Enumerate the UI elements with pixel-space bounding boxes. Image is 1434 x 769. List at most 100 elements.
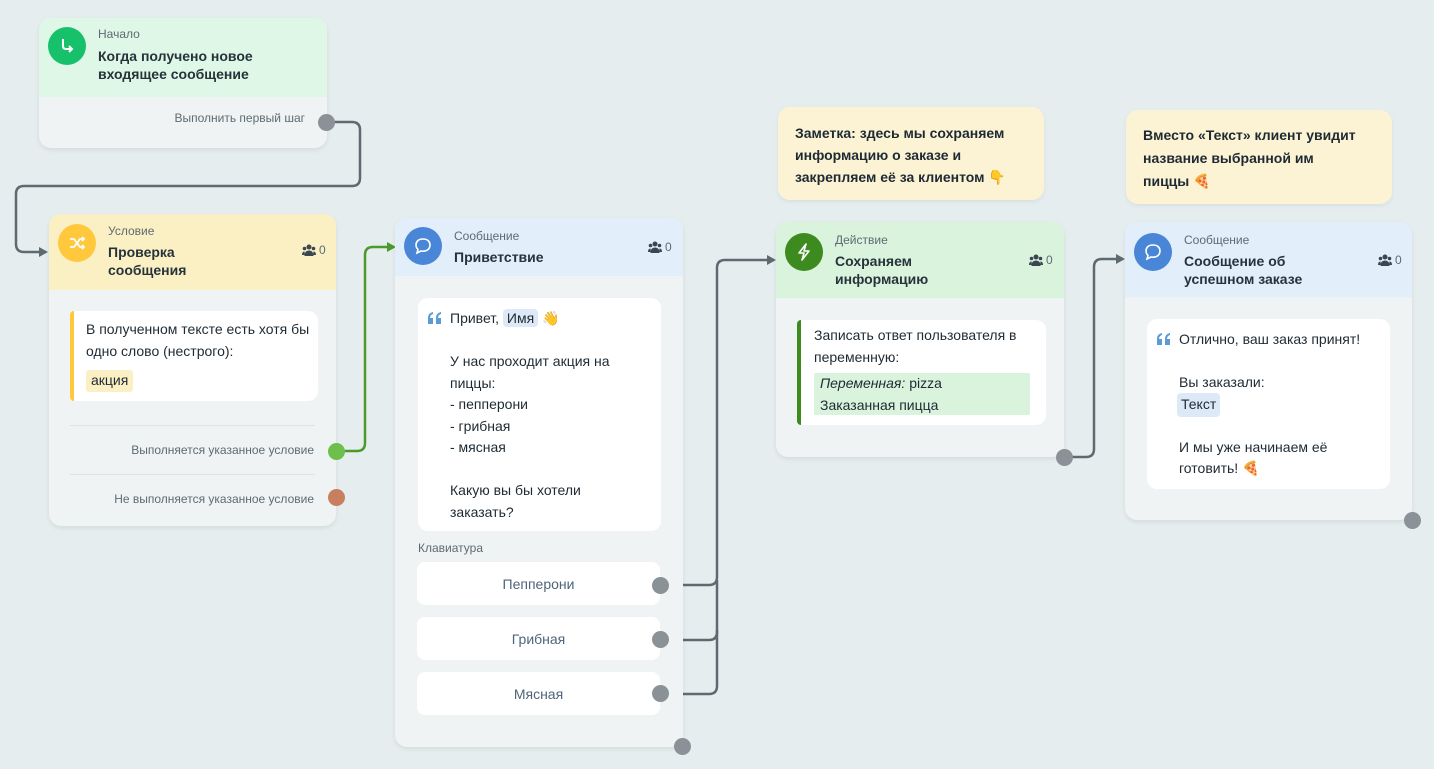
note-success[interactable]: Вместо «Текст» клиент увидит название вы… — [1126, 110, 1392, 204]
node-title: Когда получено новое входящее сообщение — [98, 48, 253, 82]
node-type-label: Сообщение — [454, 229, 520, 243]
pointing-down-emoji: 👇 — [988, 169, 1006, 185]
condition-false-port[interactable] — [328, 489, 345, 506]
arrow-head — [1116, 254, 1125, 264]
action-node-header: Действие Сохраняем информацию 0 — [776, 222, 1064, 298]
condition-true-port[interactable] — [328, 443, 345, 460]
note-line: Вместо «Текст» клиент увидит — [1143, 127, 1356, 143]
greeting-message-node[interactable]: Сообщение Приветствие 0 Привет, Имя 👋 У … — [395, 218, 683, 747]
condition-rule-card: В полученном тексте есть хотя бы одно сл… — [70, 311, 318, 401]
success-line-2: Вы заказали: — [1179, 374, 1265, 390]
variable-label: Переменная: — [820, 375, 906, 391]
greeting-hello-text: Привет, — [450, 310, 500, 326]
node-title: Сохраняем информацию — [835, 253, 929, 287]
branch-true-label: Выполняется указанное условие — [131, 443, 314, 457]
success-message-node[interactable]: Сообщение Сообщение об успешном заказе 0… — [1125, 222, 1412, 520]
keyboard-button-pepperoni[interactable]: Пепперони — [417, 562, 660, 605]
subscriber-count: 0 — [1046, 253, 1053, 267]
greeting-first-line: Привет, Имя 👋 — [450, 308, 560, 330]
node-title: Проверка сообщения — [108, 244, 187, 278]
users-icon — [1029, 254, 1043, 266]
subscriber-counter: 0 — [1029, 253, 1053, 267]
greeting-next-port[interactable] — [674, 738, 691, 755]
keyboard-label: Клавиатура — [418, 541, 483, 555]
action-rule-card: Записать ответ пользователя в переменную… — [797, 320, 1046, 425]
users-icon — [1378, 254, 1392, 266]
text-variable-tag: Текст — [1177, 393, 1221, 417]
subscriber-count: 0 — [319, 243, 326, 257]
first-step-label: Выполнить первый шаг — [174, 111, 305, 125]
condition-node[interactable]: Условие Проверка сообщения 0 В полученно… — [49, 214, 336, 526]
button-output-port[interactable] — [652, 631, 669, 648]
start-icon — [48, 27, 86, 65]
wave-emoji: 👋 — [542, 310, 560, 326]
start-node[interactable]: Начало Когда получено новое входящее соо… — [39, 18, 327, 148]
success-line-1: Отлично, ваш заказ принят! — [1179, 331, 1361, 347]
arrow-head — [39, 247, 48, 257]
variable-name: pizza — [909, 375, 942, 391]
variable-description: Заказанная пицца — [820, 397, 939, 413]
text-line: заказать? — [450, 503, 514, 520]
node-type-label: Действие — [835, 233, 888, 247]
users-icon — [648, 241, 662, 253]
greeting-body-text: У нас проходит акция на пиццы: - пепперо… — [450, 351, 610, 459]
text-line: - пепперони — [450, 396, 528, 412]
quote-icon — [1157, 333, 1170, 345]
subscriber-count: 0 — [665, 240, 672, 254]
subscriber-counter: 0 — [648, 240, 672, 254]
pizza-emoji: 🍕 — [1193, 173, 1211, 189]
variable-box: Переменная: pizza Заказанная пицца — [814, 373, 1030, 415]
greeting-message-card: Привет, Имя 👋 У нас проходит акция на пи… — [418, 298, 661, 531]
start-node-header: Начало Когда получено новое входящее соо… — [39, 18, 327, 97]
shuffle-icon — [58, 224, 96, 262]
chat-icon — [1134, 233, 1172, 271]
success-node-header: Сообщение Сообщение об успешном заказе 0 — [1125, 222, 1412, 297]
action-node[interactable]: Действие Сохраняем информацию 0 Записать… — [776, 222, 1064, 457]
text-line: - грибная — [450, 417, 511, 434]
quote-icon — [428, 312, 441, 324]
keyword-tag: акция — [86, 370, 134, 392]
wire-condition-true-to-greeting — [337, 245, 394, 453]
note-text: Заметка: здесь мы сохраняем информацию о… — [795, 122, 1006, 188]
button-output-port[interactable] — [652, 685, 669, 702]
success-message-card: Отлично, ваш заказ принят! Вы заказали: … — [1147, 319, 1390, 489]
pizza-emoji: 🍕 — [1242, 460, 1260, 476]
branch-false-label: Не выполняется указанное условие — [114, 492, 314, 506]
node-title: Приветствие — [454, 249, 544, 265]
arrow-head — [767, 255, 776, 265]
subscriber-counter: 0 — [1378, 253, 1402, 267]
greeting-question-text: Какую вы бы хотели заказать? — [450, 480, 581, 523]
button-output-port[interactable] — [652, 577, 669, 594]
start-output-port[interactable] — [318, 114, 335, 131]
chat-icon — [404, 227, 442, 265]
text-line: У нас проходит акция на — [450, 353, 610, 369]
success-line-3: И мы уже начинаем её — [1179, 439, 1328, 455]
condition-node-header: Условие Проверка сообщения 0 — [49, 214, 336, 290]
subscriber-count: 0 — [1395, 253, 1402, 267]
wire-action-to-success — [1065, 257, 1123, 459]
divider — [70, 474, 315, 475]
action-output-port[interactable] — [1056, 449, 1073, 466]
note-line: информацию о заказе и — [795, 147, 962, 163]
node-type-label: Условие — [108, 224, 155, 238]
note-line: название выбранной им — [1143, 150, 1314, 166]
text-line: пиццы: — [450, 374, 496, 391]
greeting-node-header: Сообщение Приветствие 0 — [395, 218, 683, 276]
note-text: Вместо «Текст» клиент увидит название вы… — [1143, 124, 1356, 193]
text-line: - мясная — [450, 439, 506, 455]
condition-description: В полученном тексте есть хотя бы одно сл… — [86, 321, 310, 359]
note-action[interactable]: Заметка: здесь мы сохраняем информацию о… — [778, 107, 1044, 200]
success-line-4: готовить! — [1179, 460, 1239, 476]
divider — [70, 425, 315, 426]
users-icon — [302, 244, 316, 256]
action-description: Записать ответ пользователя в переменную… — [814, 327, 1017, 365]
note-line: Заметка: здесь мы сохраняем — [795, 125, 1005, 141]
success-next-port[interactable] — [1404, 512, 1421, 529]
note-line: закрепляем её за клиентом — [795, 169, 985, 185]
keyboard-button-meat[interactable]: Мясная — [417, 672, 660, 715]
subscriber-counter: 0 — [302, 243, 326, 257]
text-line: Какую вы бы хотели — [450, 482, 581, 498]
node-type-label: Начало — [98, 27, 140, 41]
node-type-label: Сообщение — [1184, 233, 1250, 247]
keyboard-button-mushroom[interactable]: Грибная — [417, 617, 660, 660]
